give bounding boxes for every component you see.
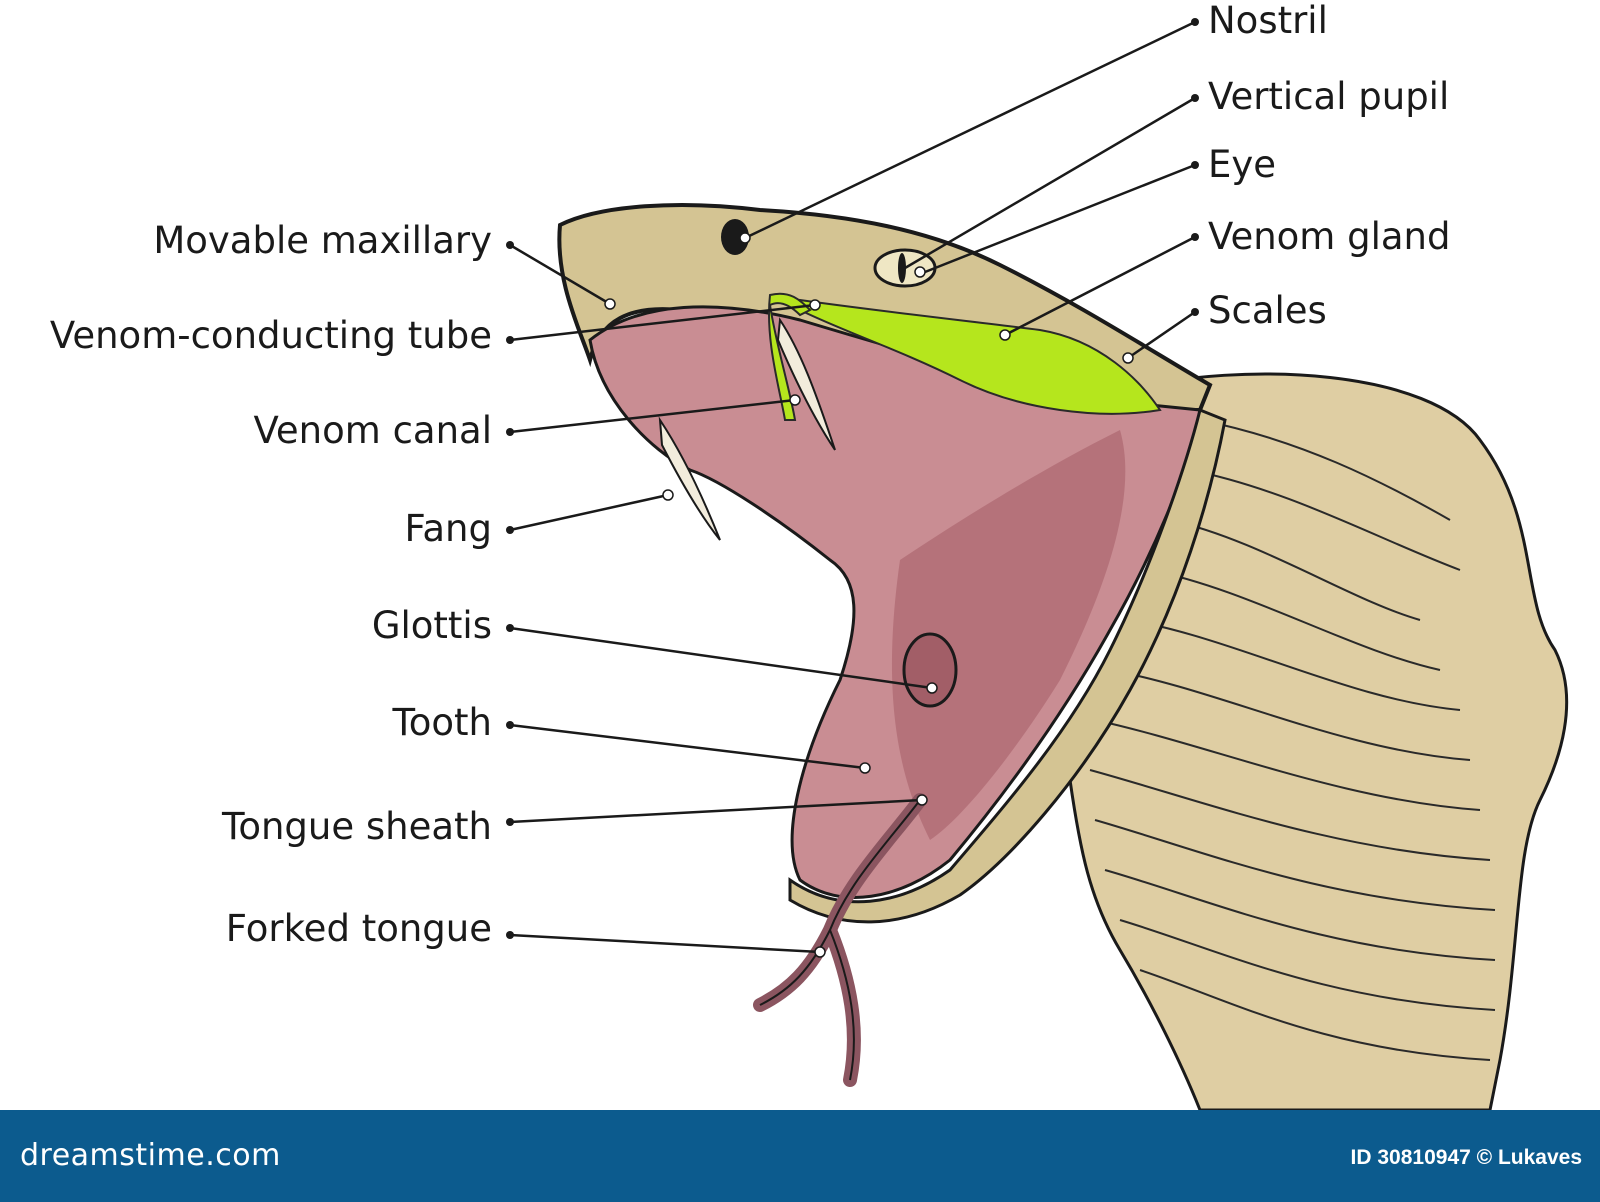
diagram-canvas: Movable maxillary Venom-conducting tube … bbox=[0, 0, 1600, 1110]
label-tongue-sheath: Tongue sheath bbox=[222, 808, 492, 845]
brand-logo-text[interactable]: dreamstime.com bbox=[20, 1138, 281, 1173]
label-movable-maxillary: Movable maxillary bbox=[153, 222, 492, 259]
label-vertical-pupil: Vertical pupil bbox=[1208, 78, 1449, 115]
pupil-shape bbox=[898, 253, 906, 283]
label-venom-conducting-tube: Venom-conducting tube bbox=[50, 317, 492, 354]
label-venom-gland: Venom gland bbox=[1208, 218, 1450, 255]
label-venom-canal: Venom canal bbox=[253, 412, 492, 449]
glottis-shape bbox=[904, 634, 956, 706]
label-forked-tongue: Forked tongue bbox=[226, 910, 492, 947]
label-tooth: Tooth bbox=[392, 704, 492, 741]
label-eye: Eye bbox=[1208, 146, 1276, 183]
stock-id-credit: ID 30810947 © Lukaves bbox=[1351, 1146, 1582, 1170]
label-glottis: Glottis bbox=[372, 607, 492, 644]
label-fang: Fang bbox=[405, 510, 493, 547]
label-nostril: Nostril bbox=[1208, 2, 1328, 39]
footer-bar: dreamstime.com ID 30810947 © Lukaves bbox=[0, 1110, 1600, 1202]
label-scales: Scales bbox=[1208, 292, 1327, 329]
